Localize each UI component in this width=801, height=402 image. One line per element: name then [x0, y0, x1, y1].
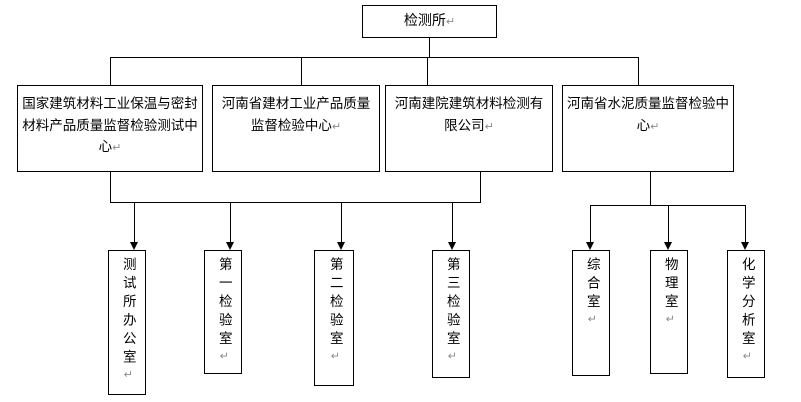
node-level2-label-1: 国家建筑材料工业保温与密封材料产品质量监督检验测试中心↵: [22, 96, 198, 156]
arrowhead-left-3: [337, 242, 345, 250]
connector-feed-left-from-node1: [110, 172, 111, 203]
pilcrow-mark-left-3: ↵: [328, 349, 342, 368]
node-level3-first-inspection-room[interactable]: 第一检验室↵: [204, 250, 242, 374]
pilcrow-mark-root: ↵: [445, 14, 456, 28]
connector-feed-left-from-node3: [480, 172, 481, 203]
node-level3-second-inspection-room[interactable]: 第二检验室↵: [314, 250, 354, 386]
connector-drop-level2-3: [427, 57, 428, 85]
node-level3-third-inspection-room[interactable]: 第三检验室↵: [432, 250, 470, 378]
connector-drop-left-1: [134, 202, 135, 244]
connector-drop-left-3: [341, 202, 342, 244]
pilcrow-mark-level2-4: ↵: [650, 119, 660, 133]
node-level3-label-right-1: 综合室↵: [583, 257, 600, 331]
node-level2-label-3: 河南建院建筑材料检测有限公司↵: [394, 96, 544, 134]
connector-feed-right-from-node4: [650, 172, 651, 206]
pilcrow-mark-left-1: ↵: [121, 368, 135, 386]
arrowhead-right-1: [586, 242, 594, 250]
pilcrow-mark-level2-3: ↵: [484, 119, 494, 133]
node-level2-henan-jianyuan-testing-company[interactable]: 河南建院建筑材料检测有限公司↵: [385, 85, 553, 172]
node-level3-label-left-1: 测试所办公室↵: [119, 257, 136, 386]
node-level3-chemical-analysis-room[interactable]: 化学分析室↵: [727, 250, 765, 378]
node-level3-physics-room[interactable]: 物理室↵: [650, 250, 688, 374]
pilcrow-mark-left-4: ↵: [445, 349, 459, 368]
node-level3-testing-institute-office[interactable]: 测试所办公室↵: [108, 250, 146, 395]
node-level2-henan-cement-quality-center[interactable]: 河南省水泥质量监督检验中心↵: [562, 85, 734, 172]
arrowhead-left-1: [130, 242, 138, 250]
node-level3-general-affairs-room[interactable]: 综合室↵: [572, 250, 610, 376]
node-level2-label-2: 河南省建材工业产品质量监督检验中心↵: [221, 96, 371, 134]
connector-level2-bus: [110, 57, 639, 58]
arrowhead-right-3: [741, 242, 749, 250]
node-root-label: 检测所↵: [403, 12, 456, 29]
arrowhead-right-2: [664, 242, 672, 250]
node-level2-national-insulation-sealing-center[interactable]: 国家建筑材料工业保温与密封材料产品质量监督检验测试中心↵: [17, 85, 203, 172]
node-level2-henan-building-materials-center[interactable]: 河南省建材工业产品质量监督检验中心↵: [212, 85, 380, 172]
node-root-inspection-institute[interactable]: 检测所↵: [362, 5, 497, 38]
node-level3-label-left-2: 第一检验室↵: [215, 257, 232, 368]
node-level3-label-left-3: 第二检验室↵: [326, 257, 343, 368]
pilcrow-mark-right-3: ↵: [740, 349, 754, 368]
connector-drop-level2-2: [301, 57, 302, 85]
pilcrow-mark-level2-2: ↵: [331, 119, 342, 133]
pilcrow-mark-right-2: ↵: [663, 312, 677, 331]
node-level2-label-4: 河南省水泥质量监督检验中心↵: [567, 96, 729, 134]
connector-drop-level2-4: [638, 57, 639, 85]
node-level3-label-left-4: 第三检验室↵: [443, 257, 460, 368]
arrowhead-left-4: [448, 242, 456, 250]
pilcrow-mark-level2-1: ↵: [112, 141, 122, 155]
connector-drop-right-2: [668, 205, 669, 244]
pilcrow-mark-left-2: ↵: [217, 349, 231, 368]
connector-drop-level2-1: [110, 57, 111, 85]
arrowhead-left-2: [226, 242, 234, 250]
node-level3-label-right-3: 化学分析室↵: [738, 257, 755, 368]
connector-drop-right-3: [745, 205, 746, 244]
connector-root-stem: [429, 38, 430, 57]
node-level3-label-right-2: 物理室↵: [661, 257, 678, 331]
connector-level3-left-bus: [110, 202, 481, 203]
connector-drop-left-2: [230, 202, 231, 244]
pilcrow-mark-right-1: ↵: [585, 312, 599, 331]
connector-drop-right-1: [590, 205, 591, 244]
connector-drop-left-4: [452, 202, 453, 244]
